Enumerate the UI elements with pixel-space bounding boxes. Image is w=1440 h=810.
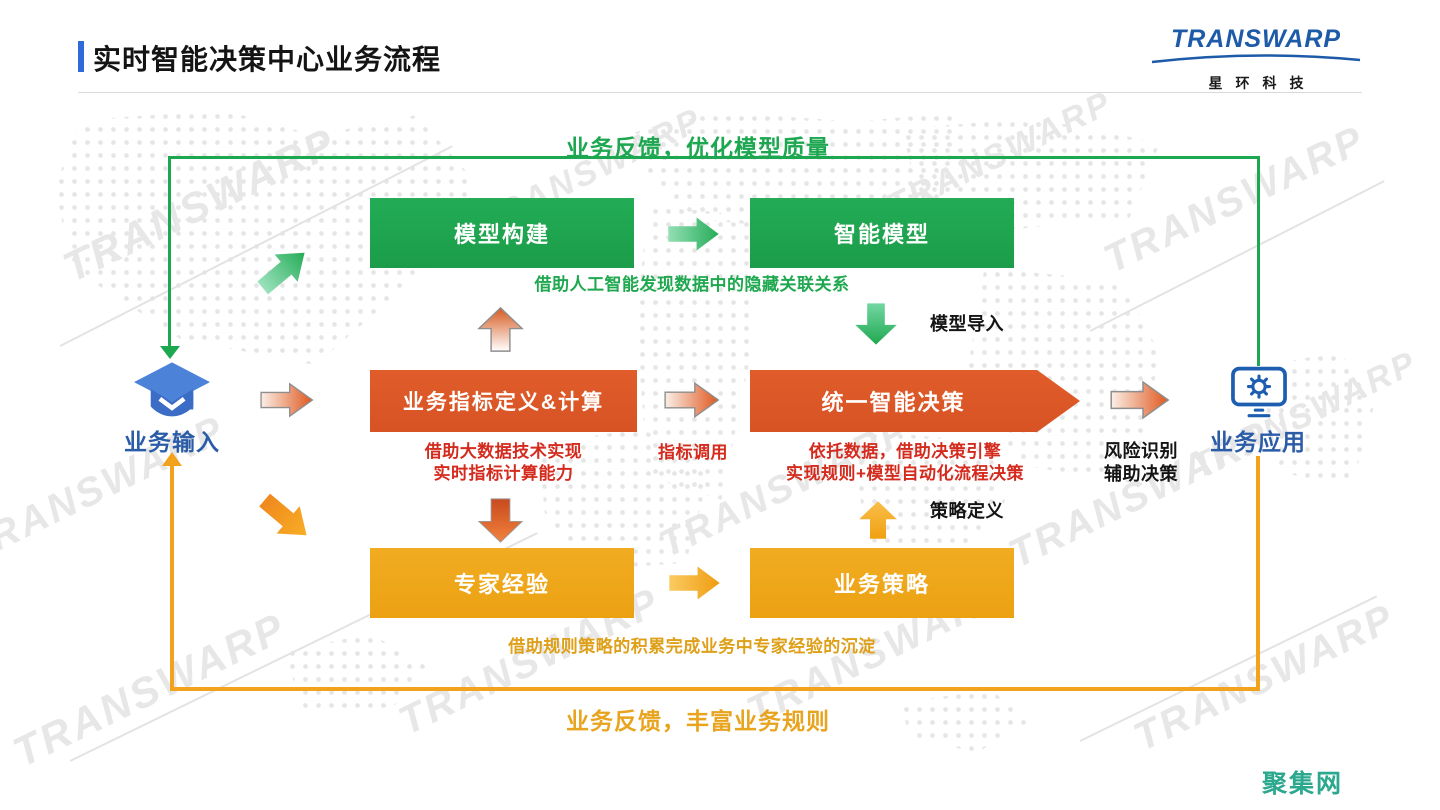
node-business-strategy[interactable]: 业务策略 — [750, 548, 1014, 618]
node-smart-model[interactable]: 智能模型 — [750, 198, 1014, 268]
node-business-strategy-label: 业务策略 — [833, 572, 930, 597]
arrow-diagonal-down-yellow-icon — [259, 493, 307, 536]
node-expert-experience[interactable]: 专家经验 — [370, 548, 634, 618]
flow-arrow-right-orange-icon — [664, 381, 720, 419]
title-accent-bar — [78, 41, 84, 72]
feedback-bottom-label: 业务反馈，丰富业务规则 — [566, 708, 830, 734]
arrow-down-orange-icon — [477, 498, 524, 543]
bigdata-caption-line2: 实时指标计算能力 — [433, 464, 574, 483]
arrow-diagonal-up-green-icon — [257, 252, 305, 295]
logo-subtitle: 星环科技 — [1208, 75, 1317, 91]
logo-brand-text: TRANSWARP — [1170, 25, 1342, 53]
monitor-gear-icon — [1231, 366, 1287, 418]
header-divider — [78, 92, 1362, 93]
node-metric-define-label: 业务指标定义&计算 — [402, 391, 605, 414]
rule-caption: 借助规则策略的积累完成业务中专家经验的沉淀 — [508, 637, 876, 656]
green-arrowhead-down-icon — [160, 346, 180, 359]
yellow-feedback-line-right — [1256, 456, 1260, 687]
node-model-build-label: 模型构建 — [453, 222, 550, 247]
logo-swoosh-icon — [1151, 54, 1361, 64]
site-watermark: 聚集网 — [1262, 770, 1344, 798]
node-unified-decision-label: 统一智能决策 — [821, 390, 966, 415]
arrow-up-orange-outline-icon — [477, 306, 524, 352]
node-smart-model-label: 智能模型 — [833, 222, 930, 247]
arrow-right-risk-icon — [1110, 380, 1170, 420]
bigdata-caption: 借助大数据技术实现 实时指标计算能力 — [370, 441, 637, 485]
risk-caption-line2: 辅助决策 — [1104, 464, 1178, 484]
risk-caption: 风险识别 辅助决策 — [1091, 440, 1191, 486]
node-expert-experience-label: 专家经验 — [453, 572, 550, 597]
decision-caption: 依托数据，借助决策引擎 实现规则+模型自动化流程决策 — [748, 441, 1062, 485]
bigdata-caption-line1: 借助大数据技术实现 — [424, 442, 583, 461]
endpoint-input-label: 业务输入 — [124, 429, 220, 455]
model-import-label: 模型导入 — [930, 314, 1004, 334]
metric-call-label: 指标调用 — [658, 443, 728, 462]
flow-arrow-right-green-icon — [668, 217, 719, 251]
arrow-up-yellow-icon — [859, 501, 897, 539]
yellow-arrowhead-up-icon — [162, 452, 182, 466]
yellow-feedback-line-left — [170, 466, 174, 688]
node-unified-decision[interactable]: 统一智能决策 — [750, 370, 1080, 432]
ai-caption: 借助人工智能发现数据中的隐藏关联关系 — [534, 275, 850, 294]
transwarp-logo: TRANSWARP 星环科技 — [1150, 26, 1362, 93]
arrow-right-orange-outline-icon — [260, 382, 314, 418]
endpoint-output-label: 业务应用 — [1210, 429, 1306, 455]
page-title: 实时智能决策中心业务流程 — [93, 44, 442, 75]
decision-caption-line1: 依托数据，借助决策引擎 — [808, 442, 1002, 461]
green-feedback-line-right — [1257, 156, 1260, 366]
decision-caption-line2: 实现规则+模型自动化流程决策 — [786, 464, 1024, 483]
graduation-cap-icon — [134, 362, 210, 417]
green-feedback-line-top — [168, 156, 1260, 159]
risk-caption-line1: 风险识别 — [1104, 441, 1178, 461]
node-model-build[interactable]: 模型构建 — [370, 198, 634, 268]
arrow-down-green-icon — [855, 303, 897, 345]
green-feedback-line-left — [168, 156, 171, 346]
feedback-top-label: 业务反馈，优化模型质量 — [566, 135, 830, 161]
transwarp-watermark: TRANSWARP — [1127, 595, 1403, 760]
flow-arrow-right-yellow-icon — [669, 566, 720, 600]
node-metric-define[interactable]: 业务指标定义&计算 — [370, 370, 637, 432]
yellow-feedback-line-bottom — [170, 687, 1260, 691]
strategy-define-label: 策略定义 — [930, 501, 1004, 521]
